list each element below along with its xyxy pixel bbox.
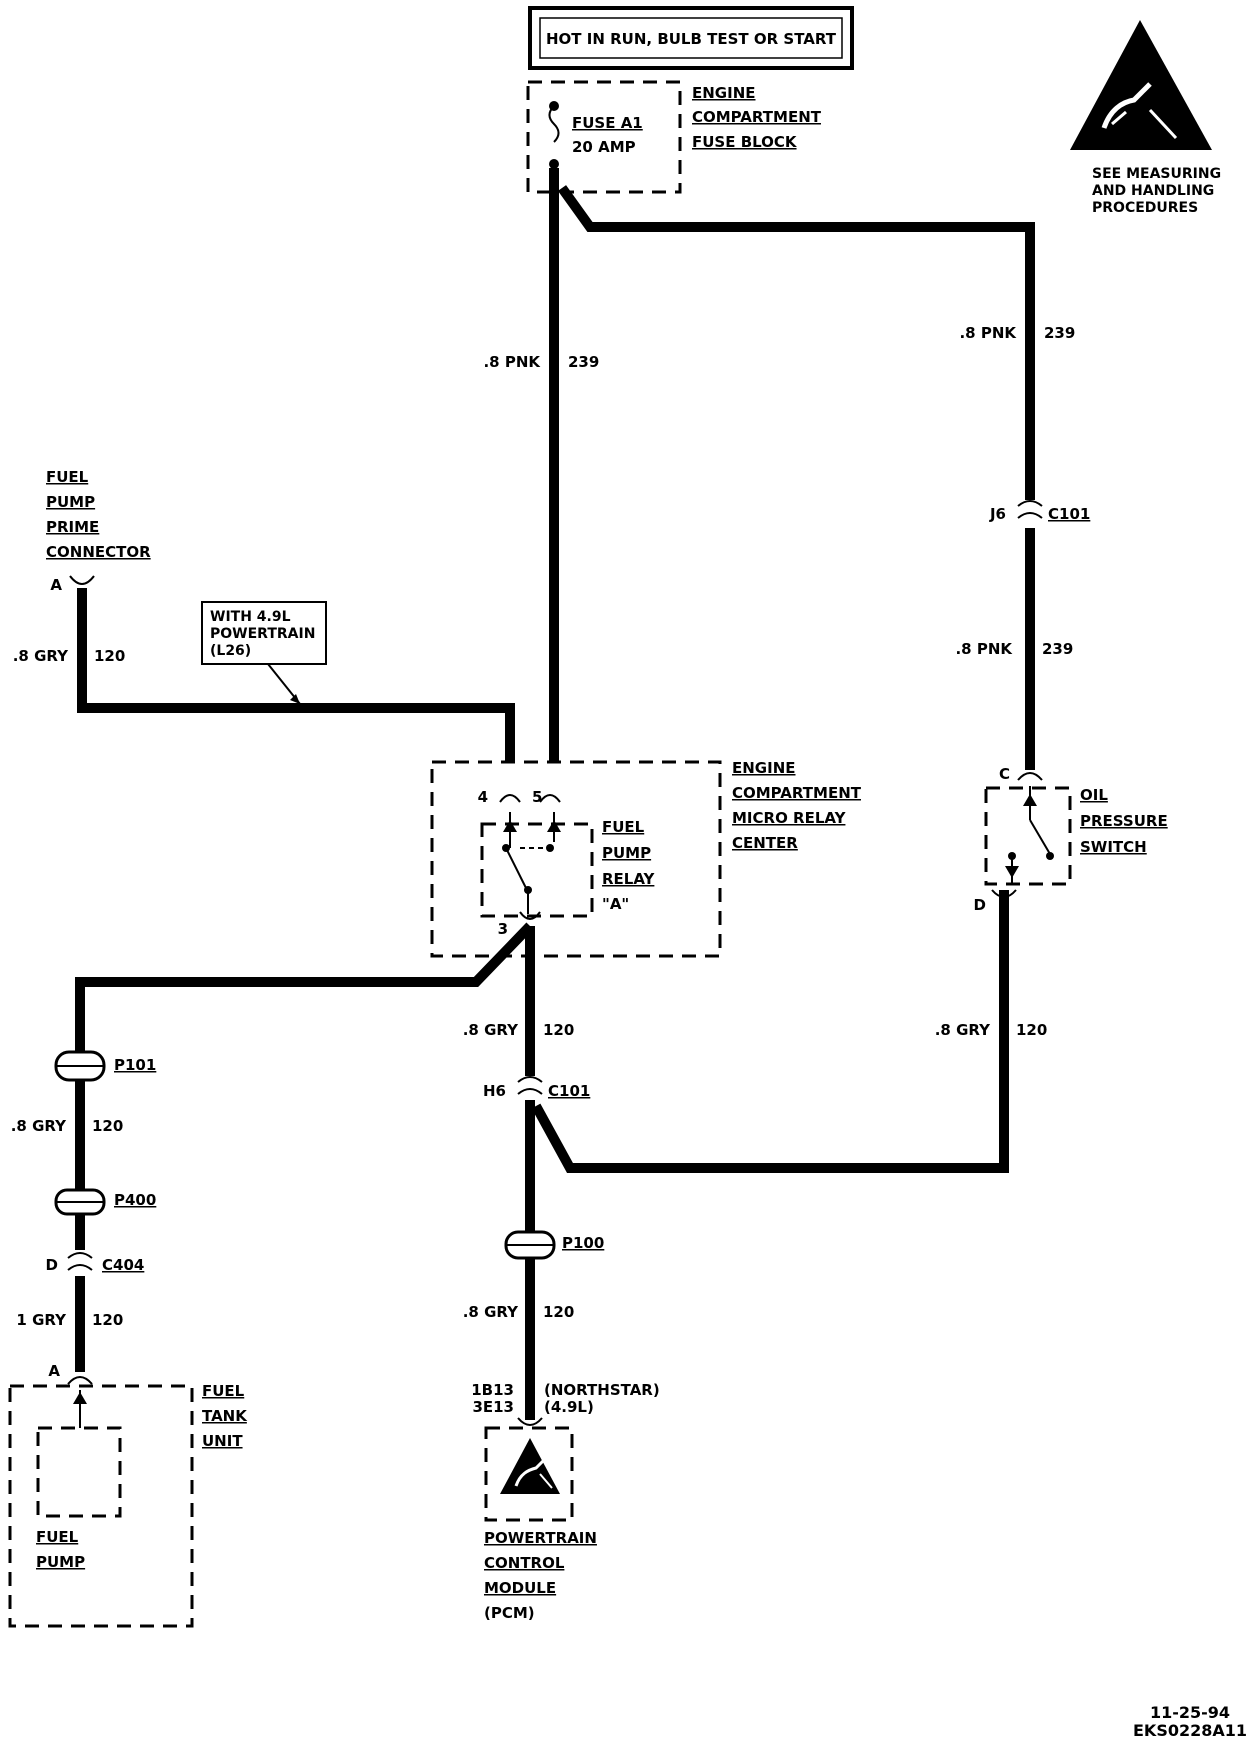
fuse-label: FUSE A1 <box>572 114 643 132</box>
esd-note-line3: PROCEDURES <box>1092 200 1198 216</box>
relay-center-name-2: COMPARTMENT <box>732 784 862 802</box>
pcm-name-1: POWERTRAIN <box>484 1529 597 1547</box>
option-note-line3: (L26) <box>210 643 251 659</box>
p400-connector-icon <box>54 1188 106 1216</box>
pcm-module <box>484 1417 574 1522</box>
oil-switch-name-1: OIL <box>1080 786 1108 804</box>
pcm-esd-icon <box>500 1438 560 1494</box>
p100-connector-icon <box>504 1230 556 1260</box>
fuel-tank-name-3: UNIT <box>202 1432 243 1450</box>
oil-switch-name-2: PRESSURE <box>1080 812 1168 830</box>
pcm-pin-2: 3E13 <box>472 1398 514 1416</box>
fuse-block <box>526 80 682 194</box>
pump-upper-gauge: .8 GRY <box>11 1117 67 1135</box>
relay-pin-5: 5 <box>532 788 542 806</box>
switch-feed-upper-gauge: .8 PNK <box>959 324 1017 342</box>
prime-connector-pin: A <box>50 576 62 594</box>
c101-lower-pin: H6 <box>483 1082 506 1100</box>
wires <box>75 168 1035 1420</box>
c101-upper-connector-icon <box>1017 500 1043 528</box>
relay-name-2: PUMP <box>602 844 651 862</box>
power-note-text: HOT IN RUN, BULB TEST OR START <box>546 30 837 48</box>
prime-gauge: .8 GRY <box>13 647 69 665</box>
relay-center-name-4: CENTER <box>732 834 798 852</box>
wire-gry-120-pump-branch <box>75 922 534 1052</box>
fuel-tank-pin: A <box>48 1362 60 1380</box>
relay-pin-4: 4 <box>478 788 488 806</box>
pcm-feed-gauge: .8 GRY <box>463 1303 519 1321</box>
p101-connector-icon <box>54 1050 106 1082</box>
fuel-tank-name-1: FUEL <box>202 1382 245 1400</box>
relay-name-3: RELAY <box>602 870 656 888</box>
fuel-tank-unit <box>8 1376 194 1628</box>
prime-circuit: 120 <box>94 647 125 665</box>
prime-connector-name-4: CONNECTOR <box>46 543 151 561</box>
pump-upper-circuit: 120 <box>92 1117 123 1135</box>
pcm-feed-circuit: 120 <box>543 1303 574 1321</box>
pump-lower-gauge: 1 GRY <box>16 1311 67 1329</box>
fuel-tank-name-2: TANK <box>202 1407 248 1425</box>
prime-connector-name-2: PUMP <box>46 493 95 511</box>
power-note: HOT IN RUN, BULB TEST OR START <box>528 6 854 70</box>
c101-lower-name: C101 <box>548 1082 590 1100</box>
p100-label: P100 <box>562 1234 604 1252</box>
relay-center-name-3: MICRO RELAY <box>732 809 847 827</box>
option-note-line1: WITH 4.9L <box>210 609 291 625</box>
c404-pin: D <box>46 1256 58 1274</box>
prime-connector-icon <box>69 575 95 585</box>
switch-feed-lower-gauge: .8 PNK <box>955 640 1013 658</box>
relay-feed-gauge: .8 PNK <box>483 353 541 371</box>
relay-out-circuit: 120 <box>543 1021 574 1039</box>
switch-out-gauge: .8 GRY <box>935 1021 991 1039</box>
fuse-rating: 20 AMP <box>572 138 636 156</box>
oil-switch-pin-c: C <box>999 765 1010 783</box>
relay-center <box>430 760 722 958</box>
esd-note-line2: AND HANDLING <box>1092 183 1214 199</box>
relay-center-name-1: ENGINE <box>732 759 796 777</box>
pcm-name-3: MODULE <box>484 1579 556 1597</box>
wire-gry-120-switch-out <box>531 890 1009 1173</box>
p400-label: P400 <box>114 1191 156 1209</box>
prime-connector-name-3: PRIME <box>46 518 99 536</box>
fuel-pump-name-2: PUMP <box>36 1553 85 1571</box>
option-note-line2: POWERTRAIN <box>210 626 315 642</box>
c101-upper-pin: J6 <box>989 505 1006 523</box>
relay-name-4: "A" <box>602 895 629 913</box>
oil-pressure-switch <box>984 772 1072 898</box>
wire-pnk-239-switch-upper <box>557 185 1035 500</box>
pcm-name-2: CONTROL <box>484 1554 565 1572</box>
prime-connector-name-1: FUEL <box>46 468 89 486</box>
esd-note-line1: SEE MEASURING <box>1092 166 1221 182</box>
switch-feed-upper-circuit: 239 <box>1044 324 1075 342</box>
c101-upper-name: C101 <box>1048 505 1090 523</box>
fuel-pump-name-1: FUEL <box>36 1528 79 1546</box>
esd-warning-icon <box>1070 20 1212 150</box>
relay-feed-circuit: 239 <box>568 353 599 371</box>
wire-gry-120-prime <box>77 588 515 762</box>
pcm-variant-2: (4.9L) <box>544 1398 594 1416</box>
option-note-box <box>201 601 327 705</box>
fuse-block-name-1: ENGINE <box>692 84 756 102</box>
fuse-block-name-3: FUSE BLOCK <box>692 133 798 151</box>
footer-code: EKS0228A11 <box>1133 1721 1247 1740</box>
fuse-block-name-2: COMPARTMENT <box>692 108 822 126</box>
oil-switch-name-3: SWITCH <box>1080 838 1147 856</box>
relay-out-gauge: .8 GRY <box>463 1021 519 1039</box>
pcm-variant-1: (NORTHSTAR) <box>544 1381 660 1399</box>
switch-out-circuit: 120 <box>1016 1021 1047 1039</box>
c404-name: C404 <box>102 1256 144 1274</box>
pump-lower-circuit: 120 <box>92 1311 123 1329</box>
footer-date: 11-25-94 <box>1150 1703 1230 1722</box>
oil-switch-pin-d: D <box>974 896 986 914</box>
c404-connector-icon <box>67 1250 93 1276</box>
c101-lower-connector-icon <box>517 1076 543 1100</box>
p101-label: P101 <box>114 1056 156 1074</box>
pcm-pin-1: 1B13 <box>471 1381 514 1399</box>
relay-pin-3: 3 <box>498 920 508 938</box>
switch-feed-lower-circuit: 239 <box>1042 640 1073 658</box>
relay-name-1: FUEL <box>602 818 645 836</box>
pcm-name-4: (PCM) <box>484 1604 535 1622</box>
